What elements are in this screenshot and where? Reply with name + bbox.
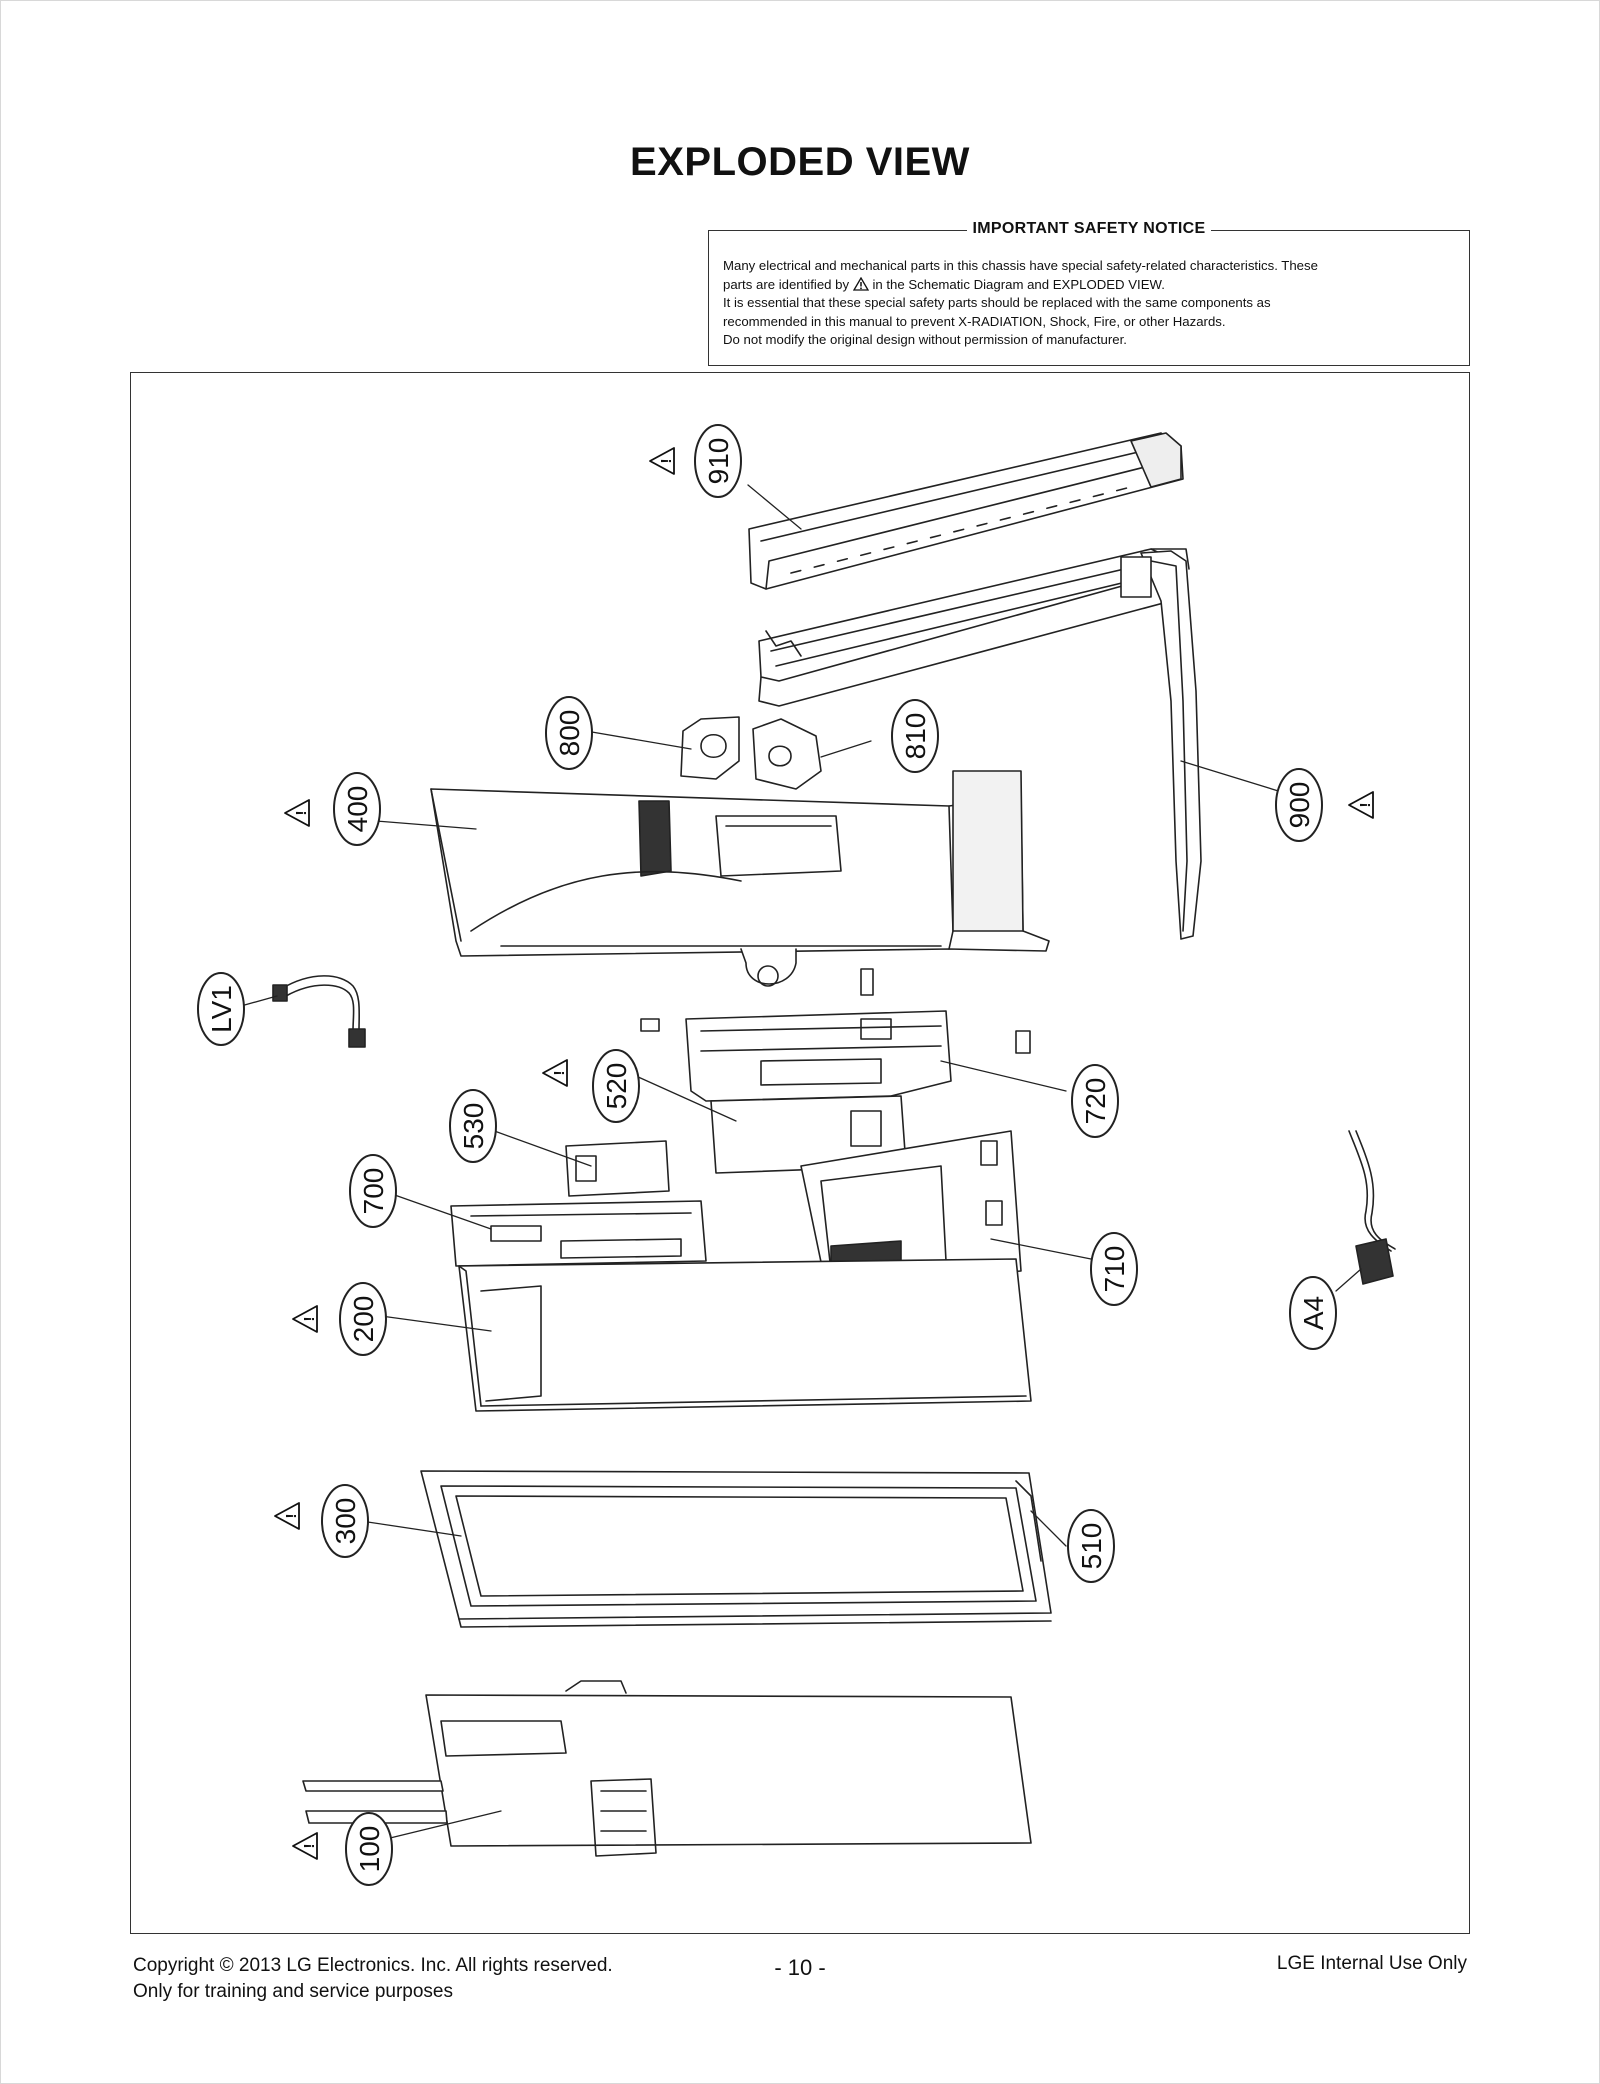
notice-line-3: It is essential that these special safet…: [723, 295, 1271, 310]
warning-triangle-icon: [274, 1502, 301, 1530]
callout-400: 400: [333, 772, 381, 846]
part-100-lcd-panel: [302, 1680, 1032, 1857]
part-200-back-chassis: [458, 1258, 1032, 1412]
svg-text:510: 510: [1076, 1523, 1107, 1570]
part-720-shield-assembly: [640, 968, 1031, 1102]
callout-530: 530: [449, 1089, 497, 1163]
warning-triangle-icon: [852, 276, 869, 291]
svg-text:200: 200: [348, 1296, 379, 1343]
svg-text:A4: A4: [1298, 1296, 1329, 1330]
part-400-rear-cabinet: [430, 770, 1050, 987]
warning-triangle-icon: [542, 1059, 569, 1087]
safety-notice-body: Many electrical and mechanical parts in …: [723, 257, 1455, 350]
svg-text:700: 700: [358, 1168, 389, 1215]
page-title: EXPLODED VIEW: [630, 140, 970, 184]
leader-lines: [240, 484, 1362, 1840]
safety-notice-box: IMPORTANT SAFETY NOTICE Many electrical …: [708, 220, 1470, 366]
part-910-back-cover-top: [748, 432, 1184, 590]
part-700-bracket-frame: [450, 1200, 707, 1267]
callout-200: 200: [339, 1282, 387, 1356]
warning-triangle-icon: [649, 447, 676, 475]
svg-text:LV1: LV1: [206, 985, 237, 1033]
svg-text:720: 720: [1080, 1078, 1111, 1125]
callout-720: 720: [1071, 1064, 1119, 1138]
callout-700: 700: [349, 1154, 397, 1228]
notice-line-2: parts are identified by in the Schematic…: [723, 276, 1165, 292]
notice-line-5: Do not modify the original design withou…: [723, 332, 1127, 347]
callout-900: 900: [1275, 768, 1323, 842]
callout-LV1: LV1: [197, 972, 245, 1046]
notice-line-1: Many electrical and mechanical parts in …: [723, 258, 1318, 273]
svg-text:710: 710: [1099, 1246, 1130, 1293]
footer-purpose: Only for training and service purposes: [133, 1981, 453, 2002]
warning-triangle-icon: [292, 1832, 319, 1860]
warning-triangle-icon: [284, 799, 311, 827]
svg-text:100: 100: [354, 1826, 385, 1873]
svg-text:800: 800: [554, 710, 585, 757]
part-LV1-cable: [272, 975, 366, 1048]
footer-copyright: Copyright © 2013 LG Electronics. Inc. Al…: [133, 1955, 613, 1976]
callout-300: 300: [321, 1484, 369, 1558]
svg-text:520: 520: [601, 1063, 632, 1110]
part-300-middle-cabinet: [420, 1470, 1052, 1628]
callout-100: 100: [345, 1812, 393, 1886]
part-900-cover-frame: [758, 548, 1202, 940]
exploded-view-diagram: !: [130, 372, 1470, 1934]
part-A4-ac-adapter: [1348, 1130, 1396, 1285]
part-800-810-hinge-brackets: [680, 716, 822, 790]
svg-text:810: 810: [900, 713, 931, 760]
svg-text:300: 300: [330, 1498, 361, 1545]
svg-text:910: 910: [703, 438, 734, 485]
svg-text:400: 400: [342, 786, 373, 833]
callout-710: 710: [1090, 1232, 1138, 1306]
callout-800: 800: [545, 696, 593, 770]
notice-line-4: recommended in this manual to prevent X-…: [723, 313, 1226, 329]
page-number: - 10 -: [774, 1955, 826, 1980]
callout-A4: A4: [1289, 1276, 1337, 1350]
safety-notice-heading: IMPORTANT SAFETY NOTICE: [966, 220, 1212, 237]
svg-text:900: 900: [1284, 782, 1315, 829]
callout-510: 510: [1067, 1509, 1115, 1583]
callout-520: 520: [592, 1049, 640, 1123]
part-530-sub-board: [565, 1140, 670, 1197]
callout-810: 810: [891, 699, 939, 773]
footer-left: Copyright © 2013 LG Electronics. Inc. Al…: [133, 1953, 613, 2005]
warning-triangle-icon: [292, 1305, 319, 1333]
callout-910: 910: [694, 424, 742, 498]
warning-triangle-icon: [1348, 791, 1375, 819]
footer-internal: LGE Internal Use Only: [1276, 1953, 1467, 1974]
svg-text:530: 530: [458, 1103, 489, 1150]
